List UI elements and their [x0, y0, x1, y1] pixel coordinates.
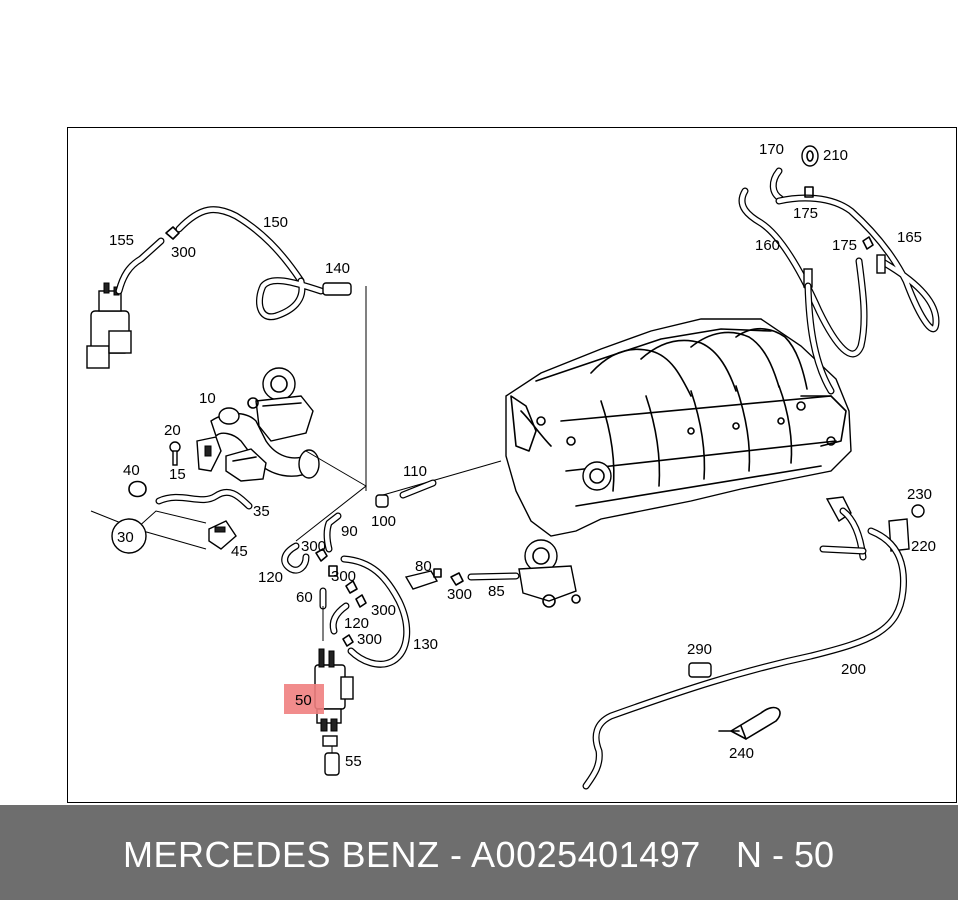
callout-110: 110: [403, 463, 427, 480]
callout-90: 90: [341, 523, 358, 540]
highlight-part-50: [284, 684, 324, 714]
callout-50: 50: [295, 692, 312, 709]
callout-15: 15: [169, 466, 186, 483]
callout-120-b: 120: [344, 615, 369, 632]
callout-300-a: 300: [171, 244, 196, 261]
footer-part-number: MERCEDES BENZ - A0025401497: [123, 834, 701, 875]
callout-100: 100: [371, 513, 396, 530]
callout-45: 45: [231, 543, 248, 560]
callout-175-a: 175: [793, 205, 818, 222]
callout-60: 60: [296, 589, 313, 606]
intake-manifold: [505, 318, 852, 537]
callout-140: 140: [325, 260, 350, 277]
plug-55: [324, 752, 340, 776]
cable-tie-240: [730, 706, 781, 740]
callout-160: 160: [755, 237, 780, 254]
clamp-40: [128, 480, 147, 498]
callout-155: 155: [109, 232, 134, 249]
valve-assembly-10: [210, 367, 320, 479]
clip-290: [688, 662, 712, 678]
parts-diagram-frame: 155 300 150 140 10 20 15 40 35 30 45 90 …: [67, 127, 957, 803]
callout-175-b: 175: [832, 237, 857, 254]
callout-200: 200: [841, 661, 866, 678]
callout-85: 85: [488, 583, 505, 600]
clamp-45: [208, 520, 237, 550]
callout-300-d: 300: [371, 602, 396, 619]
parts-diagram: 155 300 150 140 10 20 15 40 35 30 45 90 …: [86, 141, 940, 790]
callout-240: 240: [729, 745, 754, 762]
footer-reference: N - 50: [736, 834, 835, 875]
callout-300-b: 300: [301, 538, 326, 555]
callout-300-e: 300: [357, 631, 382, 648]
valve-85: [518, 539, 581, 608]
callout-80: 80: [415, 558, 432, 575]
callout-120-a: 120: [258, 569, 283, 586]
callout-230: 230: [907, 486, 932, 503]
callout-35: 35: [253, 503, 270, 520]
callout-20: 20: [164, 422, 181, 439]
callout-220: 220: [911, 538, 936, 555]
callout-290: 290: [687, 641, 712, 658]
connector-elbow: [225, 448, 267, 482]
callout-55: 55: [345, 753, 362, 770]
callout-210: 210: [823, 147, 848, 164]
callout-10: 10: [199, 390, 216, 407]
callout-165: 165: [897, 229, 922, 246]
callout-300-f: 300: [447, 586, 472, 603]
bracket-15: [196, 436, 222, 472]
callout-300-c: 300: [331, 568, 356, 585]
callout-30: 30: [117, 529, 134, 546]
callout-150: 150: [263, 214, 288, 231]
footer-bar: [0, 805, 958, 900]
callout-170: 170: [759, 141, 784, 158]
vacuum-valve-top-left: [86, 282, 132, 369]
callout-130: 130: [413, 636, 438, 653]
callout-40: 40: [123, 462, 140, 479]
bolt-20: [169, 441, 181, 466]
